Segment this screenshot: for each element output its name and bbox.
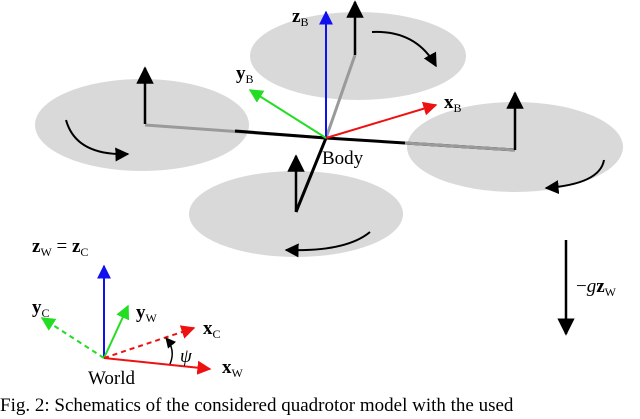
- yaw-angle-arc: [165, 337, 177, 365]
- rotation-arrow-back: [371, 30, 437, 68]
- label-z-world-eq-z-c: zW = zC: [32, 236, 88, 259]
- label-y-world: yW: [136, 302, 158, 325]
- c-frame-x-axis: [103, 325, 196, 359]
- label-y-c: yC: [32, 297, 50, 320]
- label-x-body: xB: [444, 92, 462, 115]
- figure-caption: Fig. 2: Schematics of the considered qua…: [0, 395, 514, 416]
- arm-right-gray: [404, 141, 516, 152]
- world-y-axis: [103, 304, 130, 359]
- body-y-axis: [248, 89, 327, 139]
- label-psi: ψ: [180, 346, 193, 367]
- label-gravity: −gzW: [576, 276, 617, 299]
- c-frame-y-axis: [40, 317, 105, 359]
- arm-back: [324, 54, 357, 139]
- arm-front: [294, 137, 328, 213]
- arm-left-inner: [234, 129, 327, 140]
- rotation-arrow-front: [284, 231, 371, 258]
- label-body: Body: [322, 148, 364, 169]
- rotor-disk-front: [189, 171, 403, 257]
- label-x-world: xW: [222, 357, 244, 380]
- rotor-disk-back: [250, 12, 466, 100]
- label-z-body: zB: [292, 6, 308, 29]
- label-y-body: yB: [236, 63, 254, 86]
- world-x-axis: [103, 357, 212, 375]
- rotation-arrow-right: [544, 159, 605, 195]
- body-x-axis: [325, 101, 438, 139]
- label-world: World: [88, 368, 136, 389]
- rotation-arrow-left: [65, 119, 130, 162]
- label-x-c: xC: [203, 318, 221, 341]
